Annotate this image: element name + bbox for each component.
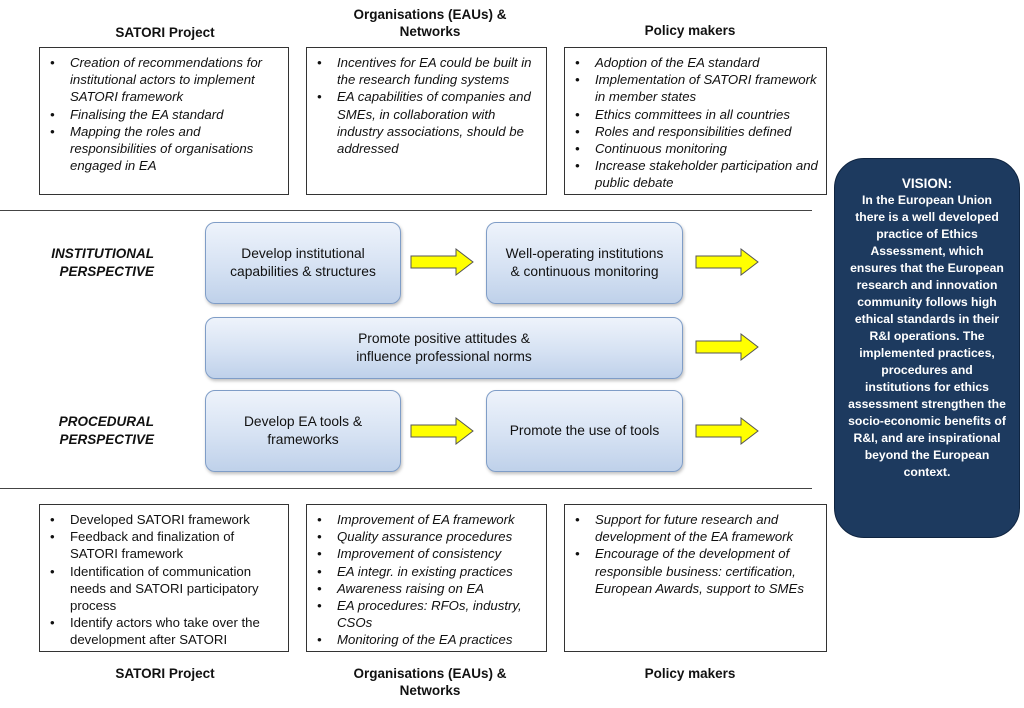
- well-operating-box: Well-operating institutions & continuous…: [486, 222, 683, 304]
- develop-tools-label: Develop EA tools & frameworks: [243, 414, 363, 447]
- top-box-policy-makers-list: Adoption of the EA standard Implementati…: [565, 48, 826, 192]
- list-item: Incentives for EA could be built in the …: [317, 54, 540, 88]
- list-item: EA procedures: RFOs, industry, CSOs: [317, 597, 540, 631]
- bottom-box-satori: Developed SATORI framework Feedback and …: [39, 504, 289, 652]
- arrow-icon: [410, 248, 474, 276]
- institutional-perspective-label: INSTITUTIONAL PERSPECTIVE: [51, 246, 154, 279]
- list-item: Feedback and finalization of SATORI fram…: [50, 528, 282, 562]
- vision-box: VISION: In the European Union there is a…: [834, 158, 1020, 538]
- bottom-box-organisations-list: Improvement of EA framework Quality assu…: [307, 505, 546, 649]
- top-box-policy-makers: Adoption of the EA standard Implementati…: [564, 47, 827, 195]
- top-box-satori: Creation of recommendations for institut…: [39, 47, 289, 195]
- promote-attitudes-box: Promote positive attitudes & influence p…: [205, 317, 683, 379]
- top-box-organisations-list: Incentives for EA could be built in the …: [307, 48, 546, 157]
- list-item: Adoption of the EA standard: [575, 54, 820, 71]
- list-item: EA integr. in existing practices: [317, 563, 540, 580]
- bottom-box-policy-makers-list: Support for future research and developm…: [565, 505, 826, 597]
- arrow-icon: [695, 417, 759, 445]
- arrow-icon: [695, 248, 759, 276]
- list-item: Creation of recommendations for institut…: [50, 54, 282, 106]
- list-item: Identify actors who take over the develo…: [50, 614, 282, 648]
- bottom-box-policy-makers: Support for future research and developm…: [564, 504, 827, 652]
- procedural-perspective-label: PROCEDURAL PERSPECTIVE: [58, 414, 154, 447]
- arrow-icon: [695, 333, 759, 361]
- list-item: Increase stakeholder participation and p…: [575, 157, 820, 191]
- top-header-organisations: Organisations (EAUs) & Networks: [353, 7, 507, 39]
- top-box-organisations: Incentives for EA could be built in the …: [306, 47, 547, 195]
- bottom-header-satori: SATORI Project: [115, 666, 215, 681]
- list-item: Quality assurance procedures: [317, 528, 540, 545]
- vision-title: VISION:: [901, 176, 953, 191]
- well-operating-label: Well-operating institutions & continuous…: [505, 246, 664, 279]
- promote-use-box: Promote the use of tools: [486, 390, 683, 472]
- list-item: Implementation of SATORI framework in me…: [575, 71, 820, 105]
- develop-capabilities-label: Develop institutional capabilities & str…: [230, 246, 376, 279]
- top-header-policy-makers: Policy makers: [644, 23, 736, 38]
- bottom-box-organisations: Improvement of EA framework Quality assu…: [306, 504, 547, 652]
- promote-attitudes-label: Promote positive attitudes & influence p…: [356, 331, 532, 364]
- list-item: Improvement of EA framework: [317, 511, 540, 528]
- bottom-header-policy-makers: Policy makers: [644, 666, 736, 681]
- list-item: Continuous monitoring: [575, 140, 820, 157]
- arrow-icon: [410, 417, 474, 445]
- list-item: Mapping the roles and responsibilities o…: [50, 123, 282, 175]
- develop-capabilities-box: Develop institutional capabilities & str…: [205, 222, 401, 304]
- list-item: Ethics committees in all countries: [575, 106, 820, 123]
- list-item: Identification of communication needs an…: [50, 563, 282, 615]
- develop-tools-box: Develop EA tools & frameworks: [205, 390, 401, 472]
- list-item: EA capabilities of companies and SMEs, i…: [317, 88, 540, 157]
- list-item: Roles and responsibilities defined: [575, 123, 820, 140]
- list-item: Awareness raising on EA: [317, 580, 540, 597]
- bottom-box-satori-list: Developed SATORI framework Feedback and …: [40, 505, 288, 649]
- list-item: Support for future research and developm…: [575, 511, 820, 545]
- vision-text: In the European Union there is a well de…: [848, 193, 1006, 479]
- list-item: Encourage of the development of responsi…: [575, 545, 820, 597]
- divider-top: [0, 210, 812, 211]
- bottom-header-organisations: Organisations (EAUs) & Networks: [353, 666, 507, 698]
- list-item: Monitoring of the EA practices: [317, 631, 540, 648]
- top-header-satori: SATORI Project: [115, 25, 215, 40]
- divider-bottom: [0, 488, 812, 489]
- list-item: Developed SATORI framework: [50, 511, 282, 528]
- list-item: Finalising the EA standard: [50, 106, 282, 123]
- list-item: Improvement of consistency: [317, 545, 540, 562]
- promote-use-label: Promote the use of tools: [509, 423, 660, 438]
- top-box-satori-list: Creation of recommendations for institut…: [40, 48, 288, 174]
